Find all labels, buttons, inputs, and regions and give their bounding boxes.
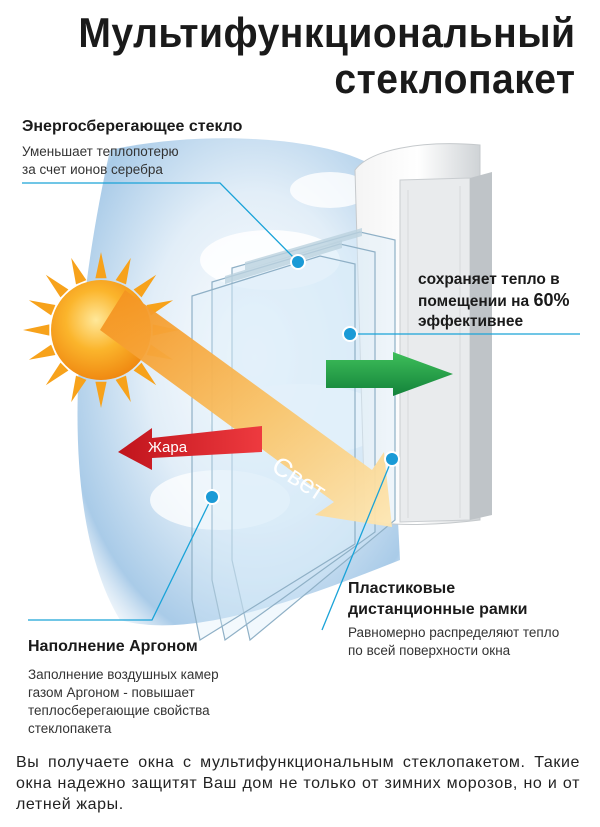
- argon-desc: Заполнение воздушных камер газом Аргоном…: [28, 666, 219, 738]
- sun-ray: [28, 344, 56, 360]
- title-line-1: Мультифункциональный: [78, 9, 576, 56]
- sun-ray: [71, 375, 87, 403]
- spacer-frames-title-line-2: дистанционные рамки: [348, 601, 528, 618]
- footer-text: Вы получаете окна с мультифункциональным…: [16, 754, 580, 813]
- title-line-2: стеклопакет: [334, 55, 576, 102]
- callout-dot-heat-saving: [342, 326, 358, 342]
- sun-ray: [115, 375, 131, 403]
- energy-glass-desc-line-2: за счет ионов серебра: [22, 162, 163, 177]
- heat-saving-line-1: сохраняет тепло в: [418, 271, 560, 288]
- spacer-frames-desc-line-2: по всей поверхности окна: [348, 643, 511, 658]
- spacer-frames-title: Пластиковые дистанционные рамки: [348, 578, 527, 620]
- heat-saving-text: сохраняет тепло в помещении на 60% эффек…: [418, 270, 569, 332]
- spacer-frames-desc-line-1: Равномерно распределяют тепло: [348, 625, 560, 640]
- sun-ray: [23, 324, 50, 336]
- sun-ray: [133, 274, 157, 298]
- sun-ray: [45, 274, 69, 298]
- heat-saving-line-3: эффективнее: [418, 313, 524, 330]
- heat-saving-percent: 60%: [533, 290, 570, 310]
- energy-glass-desc: Уменьшает теплопотерю за счет ионов сере…: [22, 143, 179, 179]
- argon-desc-line-2: газом Аргоном - повышает: [28, 685, 195, 700]
- sun-ray: [133, 362, 157, 386]
- sun-ray: [95, 252, 107, 279]
- sun-ray: [95, 381, 107, 408]
- energy-glass-desc-line-1: Уменьшает теплопотерю: [22, 144, 179, 159]
- page-title: Мультифункциональный стеклопакет: [79, 10, 576, 102]
- spacer-frames-title-line-1: Пластиковые: [348, 580, 456, 597]
- callout-dot-argon: [204, 489, 220, 505]
- light-arrow: [100, 290, 392, 527]
- argon-title: Наполнение Аргоном: [28, 638, 198, 655]
- green-heat-arrow: [326, 352, 453, 396]
- heat-arrow-label: Жара: [148, 439, 188, 456]
- sun-ray: [45, 362, 69, 386]
- callout-lines: [22, 182, 580, 631]
- energy-glass-title: Энергосберегающее стекло: [22, 118, 243, 135]
- heat-arrow: [118, 426, 262, 470]
- sun-ray: [71, 257, 87, 285]
- argon-desc-line-4: стеклопакета: [28, 721, 112, 736]
- sun-ray: [28, 300, 56, 316]
- heat-saving-line-2: помещении на 60%: [418, 290, 569, 312]
- callout-dot-spacer: [384, 451, 400, 467]
- sun-ray: [115, 257, 131, 285]
- spacer-frames-desc: Равномерно распределяют тепло по всей по…: [348, 624, 559, 660]
- heat-saving-line-2-prefix: помещении на: [418, 293, 534, 310]
- argon-desc-line-3: теплосберегающие свойства: [28, 703, 210, 718]
- callout-dots: [204, 254, 400, 505]
- argon-desc-line-1: Заполнение воздушных камер: [28, 667, 219, 682]
- callout-dot-energy-glass: [290, 254, 306, 270]
